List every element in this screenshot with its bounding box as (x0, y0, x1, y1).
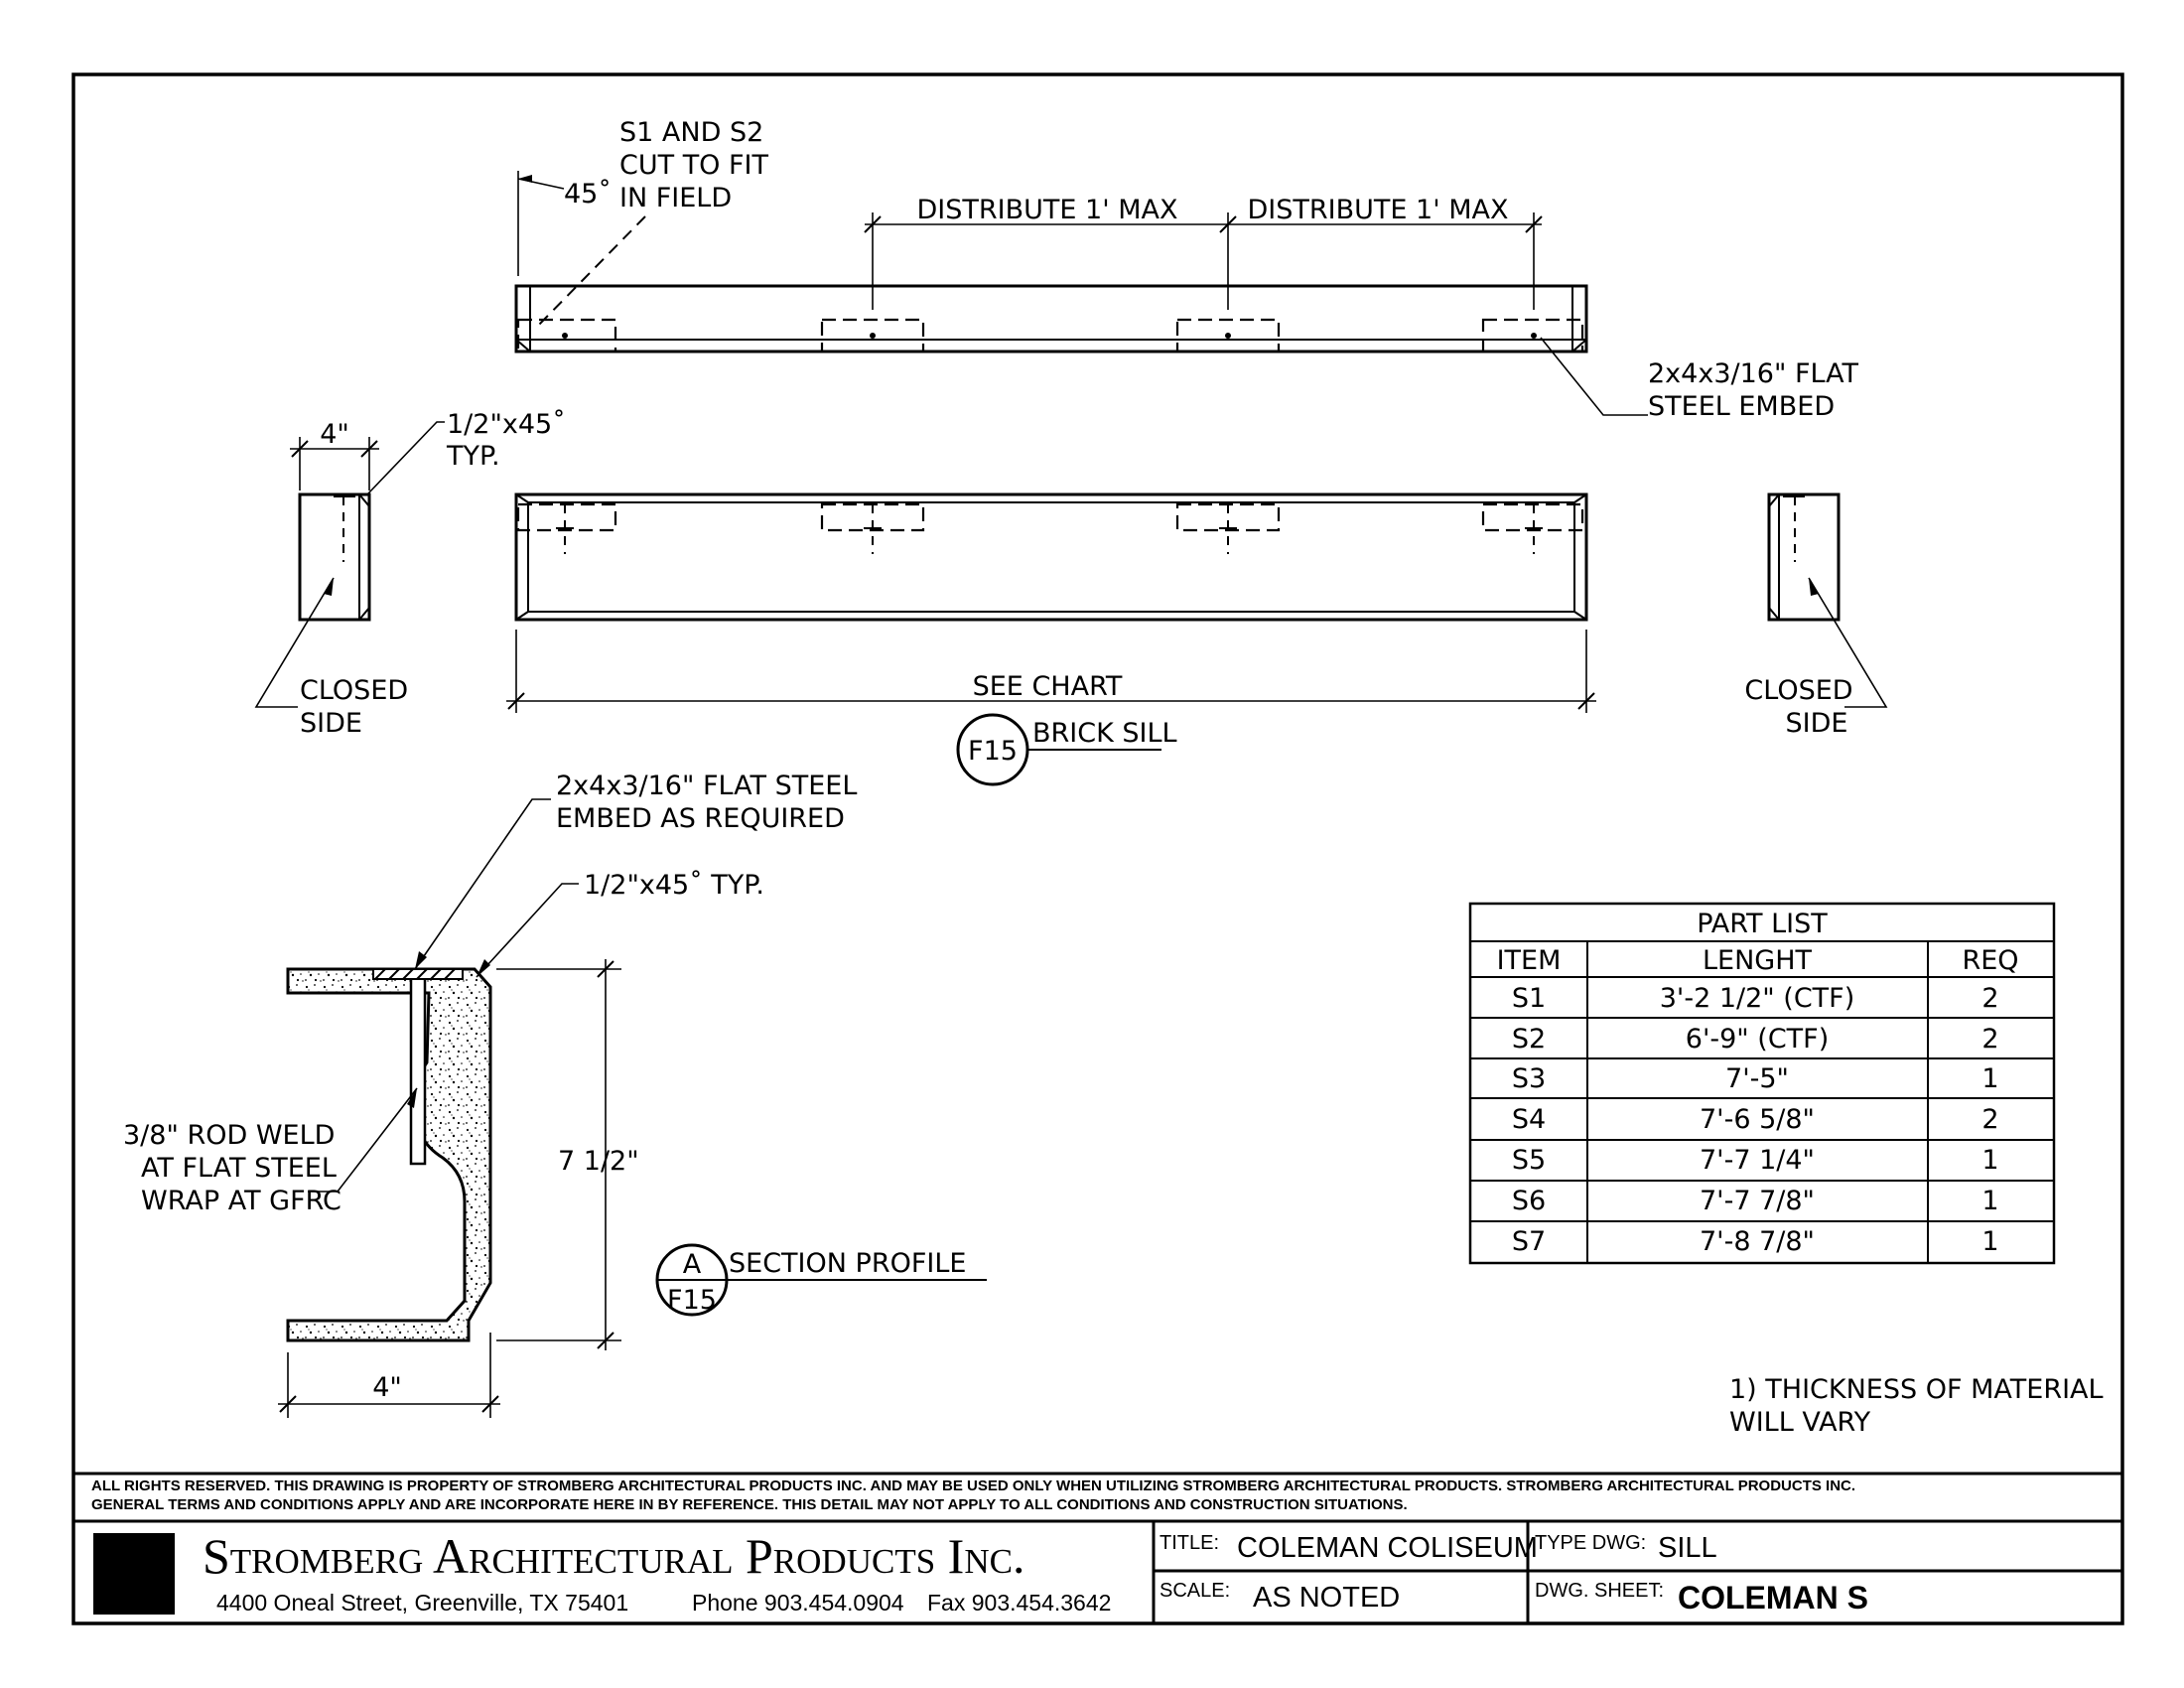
part-list-title: PART LIST (1697, 909, 1828, 939)
rod-note-line-2: AT FLAT STEEL (141, 1153, 337, 1184)
company-logo (93, 1533, 175, 1615)
end-width-label: 4" (320, 419, 349, 450)
table-row: S3 7'-5" 1 (1512, 1063, 1999, 1094)
cut-note-line-1: S1 AND S2 (619, 117, 763, 148)
svg-text:7'-6 5/8": 7'-6 5/8" (1700, 1104, 1815, 1135)
section-callout-title: SECTION PROFILE (729, 1248, 966, 1279)
cut-note-line-2: CUT TO FIT (619, 150, 769, 181)
title-block: Stromberg Architectural Products Inc. 44… (93, 1521, 2122, 1623)
svg-text:S1: S1 (1512, 983, 1546, 1014)
company-address: 4400 Oneal Street, Greenville, TX 75401 (216, 1590, 628, 1616)
svg-text:7'-7 7/8": 7'-7 7/8" (1700, 1186, 1815, 1216)
svg-text:3'-2 1/2" (CTF): 3'-2 1/2" (CTF) (1660, 983, 1855, 1014)
section-width-label: 4" (372, 1372, 402, 1403)
table-row: S5 7'-7 1/4" 1 (1512, 1145, 1999, 1176)
table-row: S2 6'-9" (CTF) 2 (1512, 1024, 1999, 1055)
company-fax: Fax 903.454.3642 (927, 1590, 1111, 1616)
header-length: LENGHT (1703, 945, 1813, 976)
type-value: SILL (1658, 1532, 1717, 1564)
callout-code: F15 (968, 736, 1018, 767)
svg-text:6'-9" (CTF): 6'-9" (CTF) (1686, 1024, 1829, 1055)
svg-text:7'-7 1/4": 7'-7 1/4" (1700, 1145, 1815, 1176)
svg-text:1: 1 (1981, 1226, 1998, 1257)
disclaimer-line-2: GENERAL TERMS AND CONDITIONS APPLY AND A… (91, 1496, 1408, 1513)
company-name: Stromberg Architectural Products Inc. (203, 1528, 1024, 1584)
section-chamfer-note: 1/2"x45˚ TYP. (584, 870, 764, 901)
closed-side-right-line-1: CLOSED (1744, 675, 1852, 706)
section-embed-line-1: 2x4x3/16" FLAT STEEL (556, 771, 857, 801)
section-embed-line-2: EMBED AS REQUIRED (556, 803, 845, 834)
svg-text:1: 1 (1981, 1145, 1998, 1176)
chamfer-note-line-1: 1/2"x45˚ (447, 409, 566, 440)
table-row: S1 3'-2 1/2" (CTF) 2 (1512, 983, 1999, 1014)
embed-dashed (516, 318, 1584, 353)
note-line-1: 1) THICKNESS OF MATERIAL (1729, 1374, 2104, 1405)
svg-text:2: 2 (1981, 1024, 1998, 1055)
svg-text:7'-5": 7'-5" (1725, 1063, 1789, 1094)
rod-note-line-1: 3/8" ROD WELD (123, 1120, 335, 1151)
svg-text:7'-8 7/8": 7'-8 7/8" (1700, 1226, 1815, 1257)
header-req: REQ (1962, 945, 2018, 976)
scale-key: SCALE: (1160, 1580, 1230, 1602)
section-callout-letter: A (683, 1249, 702, 1280)
distribute-label-2: DISTRIBUTE 1' MAX (1248, 195, 1509, 225)
sill-elevation: 45˚ S1 AND S2 CUT TO FIT IN FIELD DISTRI… (514, 117, 1859, 422)
closed-side-left-line-1: CLOSED (300, 675, 408, 706)
end-view-left: 4" 1/2"x45˚ TYP. CLOSED SIDE (254, 409, 566, 739)
closed-side-left-line-2: SIDE (300, 708, 362, 739)
cut-note-line-3: IN FIELD (619, 183, 732, 213)
length-dim-label: SEE CHART (973, 671, 1123, 702)
svg-text:S4: S4 (1512, 1104, 1546, 1135)
header-item: ITEM (1497, 945, 1562, 976)
svg-text:2: 2 (1981, 1104, 1998, 1135)
svg-text:2: 2 (1981, 983, 1998, 1014)
svg-text:S7: S7 (1512, 1226, 1546, 1257)
embed-note-line-1: 2x4x3/16" FLAT (1648, 358, 1859, 389)
table-row: S4 7'-6 5/8" 2 (1512, 1104, 1999, 1135)
svg-text:S3: S3 (1512, 1063, 1546, 1094)
title-key: TITLE: (1160, 1532, 1219, 1554)
sill-plan: SEE CHART (506, 492, 1596, 713)
chamfer-note-line-2: TYP. (446, 441, 500, 472)
svg-text:S5: S5 (1512, 1145, 1546, 1176)
end-view-right: CLOSED SIDE (1744, 492, 1888, 739)
note-line-2: WILL VARY (1729, 1407, 1871, 1438)
title-value: COLEMAN COLISEUM (1237, 1532, 1538, 1564)
svg-text:S2: S2 (1512, 1024, 1546, 1055)
table-row: S7 7'-8 7/8" 1 (1512, 1226, 1999, 1257)
brick-sill-callout: F15 BRICK SILL (956, 713, 1177, 786)
table-row: S6 7'-7 7/8" 1 (1512, 1186, 1999, 1216)
distribute-label-1: DISTRIBUTE 1' MAX (917, 195, 1178, 225)
company-phone: Phone 903.454.0904 (692, 1590, 904, 1616)
closed-side-right-line-2: SIDE (1786, 708, 1848, 739)
sheet-border (71, 72, 2124, 1625)
svg-text:1: 1 (1981, 1063, 1998, 1094)
height-dim-label: 7 1/2" (558, 1146, 639, 1177)
angle-label: 45˚ (564, 179, 612, 210)
svg-text:1: 1 (1981, 1186, 1998, 1216)
callout-title: BRICK SILL (1032, 718, 1177, 749)
embed-note-line-2: STEEL EMBED (1648, 391, 1835, 422)
scale-value: AS NOTED (1253, 1582, 1400, 1614)
disclaimer-line-1: ALL RIGHTS RESERVED. THIS DRAWING IS PRO… (91, 1477, 1855, 1494)
part-list-table: PART LIST ITEM LENGHT REQ S1 3'-2 1/2" (… (1468, 902, 2056, 1265)
svg-text:S6: S6 (1512, 1186, 1546, 1216)
type-key: TYPE DWG: (1535, 1532, 1646, 1554)
section-callout-code: F15 (667, 1285, 717, 1316)
section-profile: 2x4x3/16" FLAT STEEL EMBED AS REQUIRED 1… (123, 771, 857, 1418)
section-callout: A F15 SECTION PROFILE (655, 1243, 987, 1317)
rod-note-line-3: WRAP AT GFRC (141, 1186, 341, 1216)
sheet-value: COLEMAN S (1678, 1580, 1868, 1616)
sheet-key: DWG. SHEET: (1535, 1580, 1664, 1602)
